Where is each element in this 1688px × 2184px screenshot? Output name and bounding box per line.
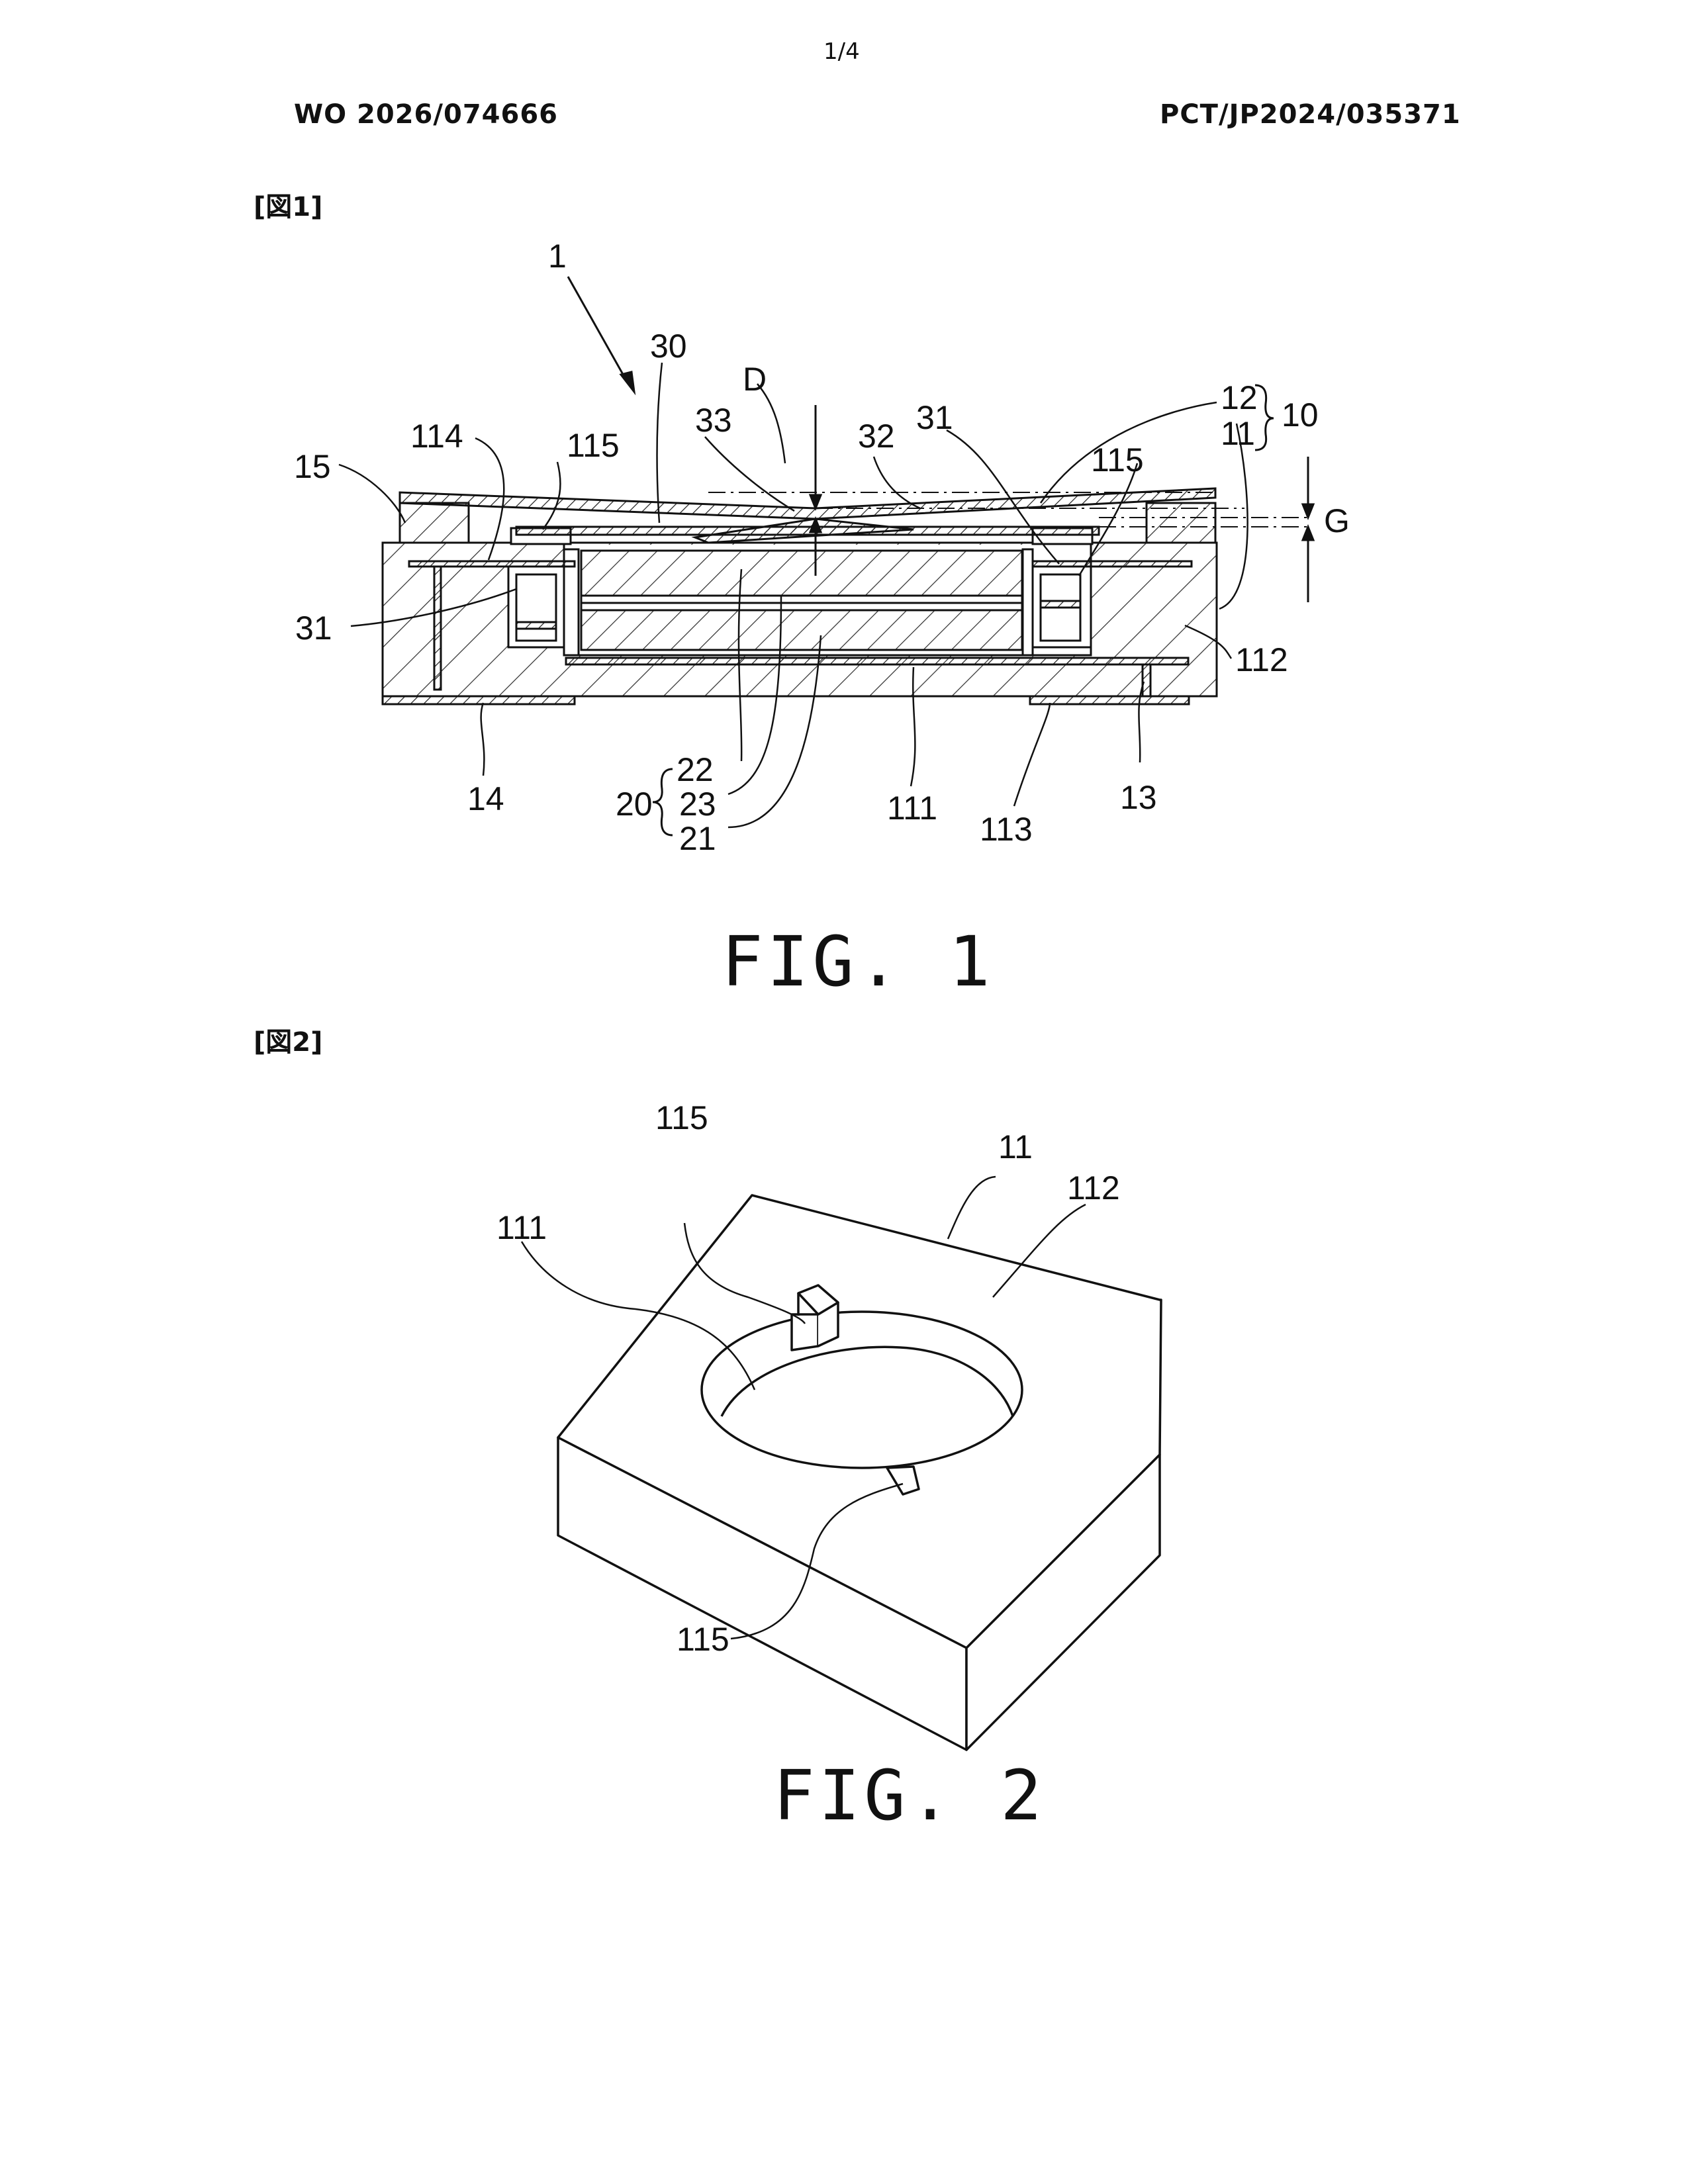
label-13: 13 (1120, 779, 1157, 816)
figure-1-drawing: 1 30 D 33 32 31 12 11 10 114 115 15 115 … (0, 0, 1688, 927)
label-33: 33 (695, 402, 732, 439)
label-20: 20 (616, 786, 653, 823)
label-115-right: 115 (1091, 441, 1144, 478)
figure-2-tag: [図2] (254, 1021, 322, 1059)
seal-ring-15 (400, 503, 469, 543)
layer-21 (581, 610, 1022, 650)
label-21: 21 (679, 820, 716, 857)
electrode-14 (383, 696, 575, 704)
figure-2-caption: FIG. 2 (773, 1755, 1046, 1836)
label-15: 15 (294, 448, 331, 485)
label-22: 22 (677, 751, 714, 788)
electrode-13 (1030, 696, 1189, 704)
label-11: 11 (1221, 415, 1255, 452)
label-G: G (1324, 502, 1350, 539)
label-112: 112 (1067, 1169, 1120, 1206)
label-12: 12 (1221, 379, 1258, 416)
circular-opening (702, 1312, 1022, 1468)
notch-115-upper (792, 1314, 818, 1350)
figure-2-drawing: 115 11 112 111 115 (0, 1059, 1688, 1787)
label-11: 11 (998, 1128, 1033, 1165)
label-10: 10 (1282, 396, 1319, 433)
layer-22 (581, 551, 1022, 596)
label-14: 14 (467, 780, 504, 817)
label-114: 114 (410, 418, 463, 455)
label-115-left: 115 (567, 427, 620, 464)
label-31-top: 31 (916, 399, 953, 436)
label-111: 111 (887, 790, 937, 827)
label-115-lower: 115 (677, 1621, 729, 1658)
label-23: 23 (679, 786, 716, 823)
label-32: 32 (858, 418, 895, 455)
figure-1-caption: FIG. 1 (722, 921, 994, 1002)
label-31-left: 31 (295, 610, 332, 647)
label-D: D (743, 361, 767, 398)
label-113: 113 (980, 811, 1033, 848)
label-111: 111 (496, 1209, 547, 1246)
label-1: 1 (548, 238, 567, 275)
label-115-upper: 115 (655, 1099, 708, 1136)
label-112: 112 (1235, 641, 1288, 678)
label-30: 30 (650, 328, 687, 365)
